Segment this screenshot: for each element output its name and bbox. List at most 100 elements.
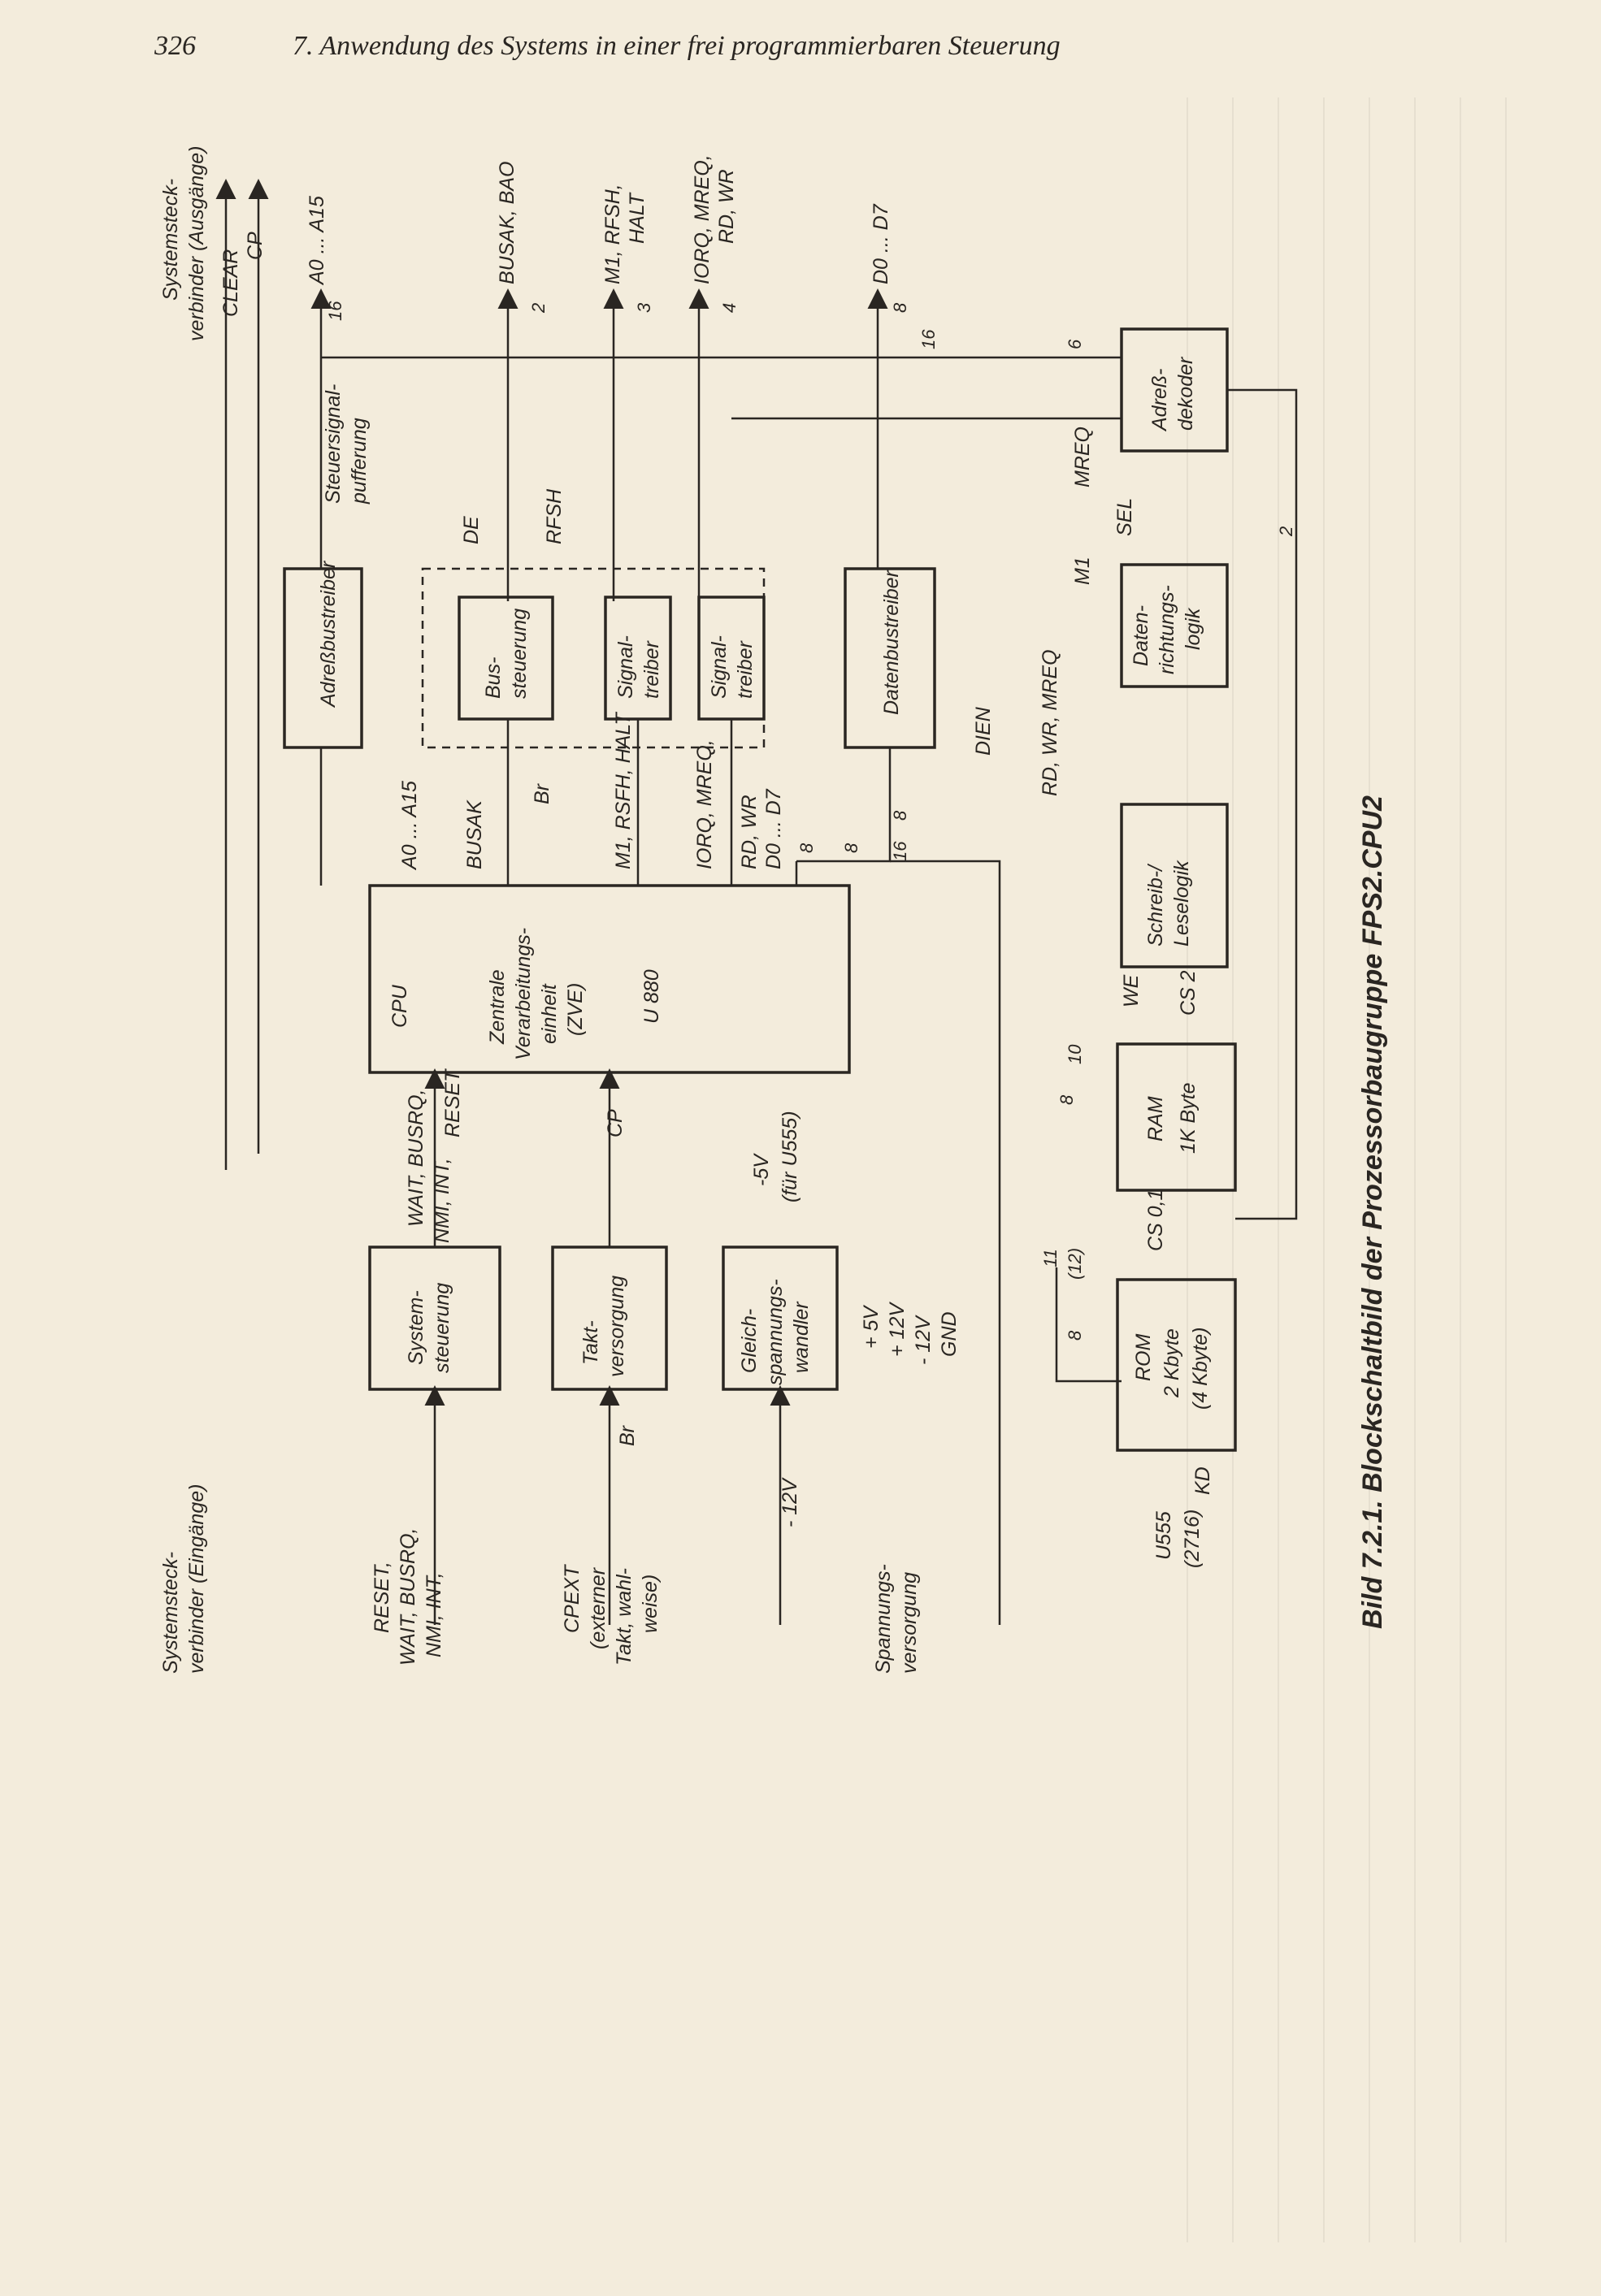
block-cpu-2: Zentrale bbox=[486, 969, 509, 1045]
cpu-m1: M1, RSFH, HALT bbox=[612, 712, 635, 869]
label-u555: U555 bbox=[1152, 1511, 1175, 1560]
label-minus12v: - 12V bbox=[912, 1315, 935, 1365]
signal-we: WE bbox=[1120, 974, 1143, 1007]
width-8-ram: 8 bbox=[1056, 1094, 1077, 1105]
label-minus5v: -5V bbox=[750, 1153, 773, 1186]
width-8d: 8 bbox=[841, 843, 861, 853]
block-signal-driver-2-l1: Signal- bbox=[708, 635, 731, 699]
width-6: 6 bbox=[1065, 339, 1085, 349]
block-rom bbox=[1116, 1278, 1237, 1452]
cpu-cp-in: CP bbox=[604, 1109, 627, 1137]
block-ram-1: RAM bbox=[1144, 1096, 1167, 1142]
block-data-driver-label: Datenbustreiber bbox=[880, 569, 903, 715]
block-rom-3: (4 Kbyte) bbox=[1189, 1328, 1212, 1410]
label-plus12v: + 12V bbox=[886, 1302, 909, 1357]
width-8c: 8 bbox=[890, 810, 910, 821]
block-direction-logic bbox=[1120, 563, 1229, 688]
cpu-iorq: IORQ, MREQ, bbox=[693, 739, 716, 869]
block-rom-2: 2 Kbyte bbox=[1161, 1328, 1183, 1398]
block-clock-1: Takt- bbox=[579, 1320, 602, 1365]
signal-rd-wr: RD, WR bbox=[715, 169, 738, 244]
signal-cs2: CS 2 bbox=[1177, 970, 1200, 1016]
signal-m1-rfsh: M1, RFSH, bbox=[601, 184, 624, 284]
running-title: 7. Anwendung des Systems in einer frei p… bbox=[293, 31, 1061, 61]
signal-br: Br bbox=[531, 782, 553, 804]
block-clock-2: versorgung bbox=[605, 1276, 628, 1377]
block-ram-2: 1K Byte bbox=[1177, 1082, 1200, 1154]
signal-address-out: A0 ... A15 bbox=[306, 196, 328, 286]
width-3: 3 bbox=[634, 302, 654, 313]
label-fur-u555: (für U555) bbox=[779, 1111, 801, 1202]
signal-busak-bao: BUSAK, BAO bbox=[496, 162, 518, 284]
label-steuersignal-1: Steuersignal- bbox=[322, 384, 345, 504]
block-system-control-1: System- bbox=[405, 1290, 427, 1365]
block-address-decoder-1: Adreß- bbox=[1148, 369, 1171, 432]
block-cpu bbox=[368, 884, 851, 1074]
label-plus5v: + 5V bbox=[860, 1305, 883, 1349]
wire-right-sel bbox=[1227, 388, 1298, 1220]
block-direction-logic-1: Daten- bbox=[1130, 605, 1152, 666]
wire-rom-data bbox=[1055, 1267, 1122, 1383]
block-bus-control-2: steuerung bbox=[508, 609, 531, 699]
input-wait: WAIT, BUSRQ, bbox=[397, 1528, 419, 1666]
width-8-rom: 8 bbox=[1065, 1330, 1085, 1341]
cpu-data: D0 ... D7 bbox=[762, 788, 785, 869]
signal-sel: SEL bbox=[1113, 498, 1136, 536]
block-read-write-logic bbox=[1120, 803, 1229, 968]
block-read-write-logic-1: Schreib-/ bbox=[1144, 863, 1167, 947]
block-address-driver-label: Adreßbustreiber bbox=[317, 560, 340, 708]
label-minus12v-in: - 12V bbox=[779, 1477, 801, 1527]
width-2b: 2 bbox=[1276, 526, 1296, 537]
signal-rfsh: RFSH bbox=[543, 488, 566, 544]
input-spannungs-2: versorgung bbox=[898, 1572, 921, 1674]
connector-in-label-1: Systemsteck- bbox=[159, 1552, 182, 1674]
signal-rd-wr-mreq: RD, WR, MREQ bbox=[1039, 649, 1061, 796]
width-16c: 16 bbox=[890, 841, 910, 861]
block-rom-1: ROM bbox=[1132, 1334, 1155, 1382]
label-br-in: Br bbox=[616, 1424, 639, 1446]
signal-dien: DIEN bbox=[972, 706, 995, 756]
wire-data-bus-down bbox=[890, 860, 1001, 1625]
label-steuersignal-2: pufferung bbox=[348, 418, 371, 505]
width-16b: 16 bbox=[918, 329, 939, 349]
cpu-busak: BUSAK bbox=[463, 799, 486, 869]
connector-in-label-2: verbinder (Eingänge) bbox=[185, 1484, 208, 1674]
block-bus-control-1: Bus- bbox=[482, 657, 505, 699]
figure-caption: Bild 7.2.1. Blockschaltbild der Prozesso… bbox=[1357, 795, 1388, 1629]
label-kd: KD bbox=[1191, 1466, 1214, 1495]
width-12: (12) bbox=[1065, 1248, 1085, 1280]
cpu-wait: WAIT, BUSRQ, bbox=[405, 1090, 427, 1227]
signal-m1: M1 bbox=[1071, 557, 1094, 585]
block-address-decoder-2: dekoder bbox=[1174, 356, 1197, 431]
width-8: 8 bbox=[890, 302, 910, 313]
cpu-address: A0 ... A15 bbox=[398, 781, 421, 871]
page-number: 326 bbox=[154, 31, 196, 61]
show-through-text bbox=[1187, 97, 1544, 2242]
block-read-write-logic-2: Leselogik bbox=[1170, 860, 1193, 947]
block-direction-logic-3: logik bbox=[1182, 607, 1204, 650]
input-cpext: CPEXT bbox=[561, 1564, 584, 1633]
connector-out-label-1: Systemsteck- bbox=[159, 179, 182, 301]
signal-data-out: D0 ... D7 bbox=[870, 203, 892, 284]
block-address-driver bbox=[283, 567, 363, 749]
connector-out-label-2: verbinder (Ausgänge) bbox=[185, 146, 208, 341]
input-cpext-4: weise) bbox=[639, 1575, 662, 1633]
signal-cs01: CS 0,1 bbox=[1144, 1189, 1167, 1251]
block-cpu-5: (ZVE) bbox=[564, 983, 587, 1036]
page-header: 326 7. Anwendung des Systems in einer fr… bbox=[154, 31, 1520, 63]
input-nmi: NMI, INT, bbox=[423, 1572, 445, 1657]
block-cpu-6: U 880 bbox=[640, 969, 663, 1024]
width-16: 16 bbox=[325, 301, 345, 321]
signal-de: DE bbox=[460, 516, 483, 544]
cpu-reset: RESET bbox=[441, 1068, 464, 1137]
block-signal-driver-2-l2: treiber bbox=[734, 639, 757, 699]
width-10: 10 bbox=[1065, 1044, 1085, 1064]
input-spannungs-1: Spannungs- bbox=[872, 1564, 895, 1674]
block-signal-driver-1-l2: treiber bbox=[640, 639, 663, 699]
block-direction-logic-2: richtungs- bbox=[1156, 585, 1178, 674]
input-cpext-2: (externer bbox=[587, 1566, 610, 1649]
block-ram bbox=[1116, 1042, 1237, 1192]
signal-mreq-top: MREQ bbox=[1071, 427, 1094, 487]
signal-clear: CLEAR bbox=[219, 249, 242, 317]
